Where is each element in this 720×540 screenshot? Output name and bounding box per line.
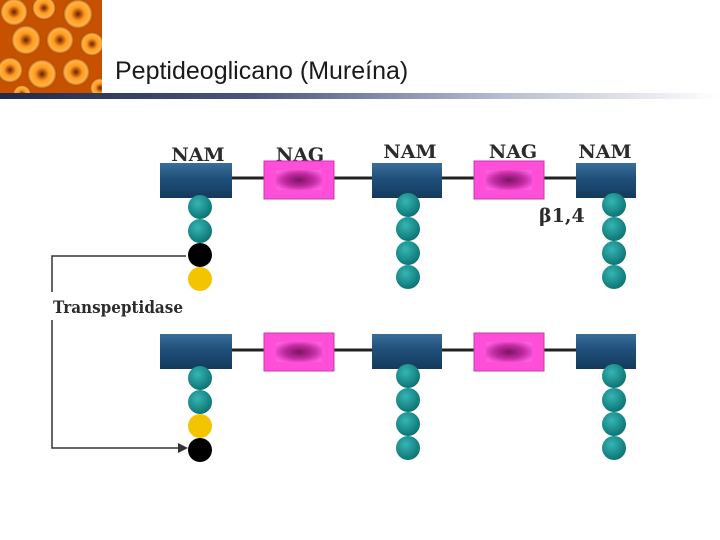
nam-sugar (576, 163, 636, 198)
label-nam-1: NAM (171, 144, 224, 166)
nam-sugar (372, 334, 442, 369)
terminal-d-ala-black (188, 243, 212, 267)
terminal-d-ala-black (188, 438, 212, 462)
peptide-chain-top-left (188, 195, 212, 291)
peptide-chain-top-mid (396, 193, 420, 289)
nam-sugar (372, 163, 442, 198)
header-rule (0, 93, 720, 99)
terminal-d-ala-yellow (188, 414, 212, 438)
label-nam-3: NAM (578, 141, 631, 163)
glycan-chain-top (160, 160, 636, 200)
peptide-chain-bottom-left (188, 366, 212, 462)
peptide-chain-bottom-mid (396, 364, 420, 460)
nam-sugar (160, 334, 232, 369)
cell-micrograph-image (0, 0, 102, 96)
label-nag-2: NAG (489, 141, 537, 163)
nam-sugar (160, 163, 232, 198)
transpeptidase-arrow (51, 255, 188, 453)
glycan-chain-bottom (160, 332, 636, 372)
slide-title: Peptideoglicano (Mureína) (115, 57, 409, 85)
peptide-chain-top-right (602, 193, 626, 289)
label-nam-2: NAM (383, 141, 436, 163)
peptide-chain-bottom-right (602, 364, 626, 460)
beta-1-4-bond-label: β1,4 (539, 205, 585, 227)
nam-sugar (576, 334, 636, 369)
transpeptidase-label: Transpeptidase (53, 298, 183, 318)
nag-sugar (263, 160, 335, 200)
nag-sugar (473, 332, 545, 372)
terminal-d-ala-yellow (188, 267, 212, 291)
